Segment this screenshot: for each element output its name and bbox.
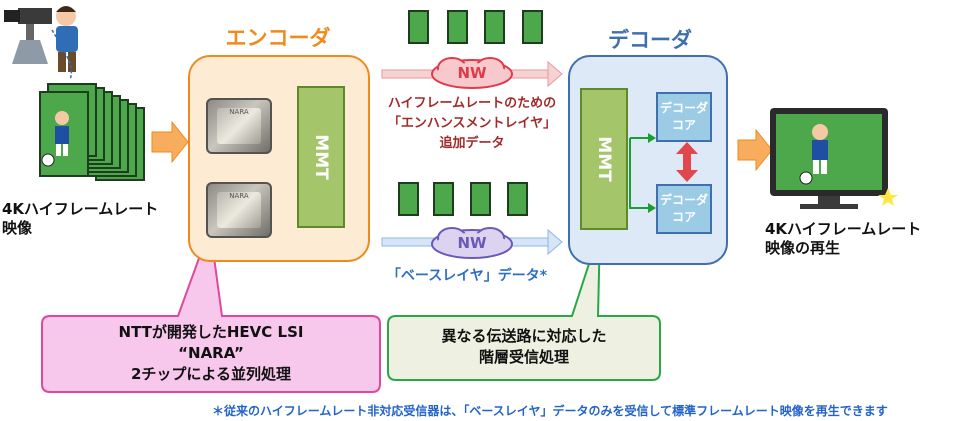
camera-operator-illustration: [4, 6, 78, 72]
core-link-arrow: [676, 142, 698, 182]
nw-label-top: NW: [457, 64, 487, 82]
nara-chip-bottom: NARA: [206, 182, 272, 238]
enhancement-line: ハイフレームレートのための: [387, 96, 557, 111]
enhancement-frame: [522, 10, 543, 44]
decoder-title: デコーダ: [608, 28, 692, 52]
callout-pink-line: “NARA”: [178, 344, 244, 362]
enhancement-caption: ハイフレームレートのための 「エンハンスメントレイヤ」 追加データ: [356, 94, 588, 154]
source-line: 4Kハイフレームレート: [2, 200, 159, 218]
output-caption: 4Kハイフレームレート 映像の再生: [765, 220, 965, 258]
callout-green: 異なる伝送路に対応した 階層受信処理: [388, 326, 660, 368]
core-label: デコーダ: [659, 193, 708, 207]
nw-cloud-top: [431, 57, 513, 89]
base-layer-frame: [433, 182, 454, 216]
decoder-core-bottom: デコーダ コア: [656, 184, 712, 234]
input-arrow: [151, 120, 189, 164]
nw-cloud-bottom: [431, 227, 513, 259]
base-layer-frame: [507, 182, 528, 216]
chip-label: NARA: [229, 192, 249, 200]
enhancement-line: 追加データ: [439, 136, 505, 151]
callout-pink: NTTが開発したHEVC LSI “NARA” 2チップによる並列処理: [42, 322, 380, 385]
callout-green-line: 階層受信処理: [478, 348, 569, 366]
enhancement-frame: [408, 10, 429, 44]
callout-pink-shape: [41, 227, 381, 393]
decoder-mmt-block: MMT: [580, 88, 628, 230]
source-line: 映像: [2, 219, 33, 237]
nw-label-bottom: NW: [457, 234, 487, 252]
tv-illustration: [770, 108, 898, 209]
base-layer-caption: 「ベースレイヤ」データ*: [362, 265, 572, 285]
footnote: ＊従来のハイフレームレート非対応受信器は、「ベースレイヤ」データのみを受信して標…: [212, 404, 888, 418]
callout-pink-line: NTTが開発したHEVC LSI: [118, 323, 304, 341]
base-layer-label: 「ベースレイヤ」データ: [386, 268, 540, 284]
base-layer-frame: [398, 182, 419, 216]
base-layer-asterisk: *: [539, 268, 548, 284]
core-label: コア: [671, 210, 696, 224]
decoder-core-top: デコーダ コア: [656, 92, 712, 142]
encoder-title: エンコーダ: [225, 26, 331, 50]
output-line: 映像の再生: [765, 239, 841, 257]
callout-green-line: 異なる伝送路に対応した: [441, 327, 607, 345]
source-caption: 4Kハイフレームレート 映像: [2, 200, 182, 238]
source-frame-stack: [39, 83, 145, 181]
callout-pink-line: 2チップによる並列処理: [131, 365, 291, 383]
core-label: コア: [671, 118, 696, 132]
enhancement-frame: [484, 10, 505, 44]
base-layer-frame: [470, 182, 491, 216]
chip-label: NARA: [229, 108, 249, 116]
output-line: 4Kハイフレームレート: [765, 220, 922, 238]
nara-chip-top: NARA: [206, 98, 272, 154]
callout-green-shape: [387, 229, 661, 381]
decoder-internal-arrows: [629, 133, 656, 213]
output-arrow: [737, 128, 773, 172]
enhancement-line: 「エンハンスメントレイヤ」: [387, 116, 557, 131]
enhancement-frame: [447, 10, 468, 44]
encoder-mmt-block: MMT: [297, 86, 345, 228]
mmt-label: MMT: [311, 134, 331, 180]
mmt-label: MMT: [594, 136, 614, 182]
core-label: デコーダ: [659, 101, 708, 115]
